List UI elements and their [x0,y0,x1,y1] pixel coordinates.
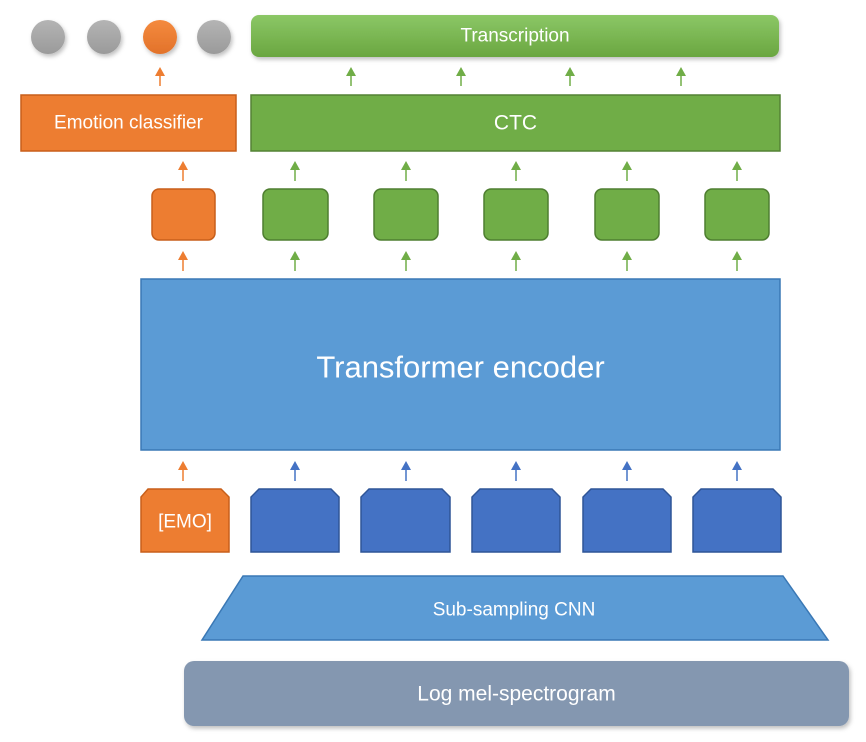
ctc-block: CTC [250,94,781,152]
input-token-1 [250,488,340,553]
input-tokens: [EMO] [140,488,782,553]
arrow-up-icon [290,461,300,470]
input-token-2 [360,488,451,553]
arrow-up-icon [178,251,188,260]
token-output-embedding-2 [373,188,439,241]
arrow-up-icon [178,461,188,470]
input-token-4 [582,488,672,553]
token-output-embedding-4 [594,188,660,241]
input-token-3 [471,488,561,553]
token-output-embedding-1 [262,188,329,241]
emotion-classifier-block: Emotion classifier [20,94,237,152]
arrow-up-icon [290,161,300,170]
ctc-box [250,94,781,152]
arrow-up-icon [511,251,521,260]
arrow-up-icon [732,251,742,260]
emo-output-embedding [151,188,216,241]
arrow-up-icon [732,161,742,170]
ctc-label: CTC [494,112,537,135]
transformer-encoder-block: Transformer encoder [140,278,781,451]
emotion-classifier-box [20,94,237,152]
subsampling-cnn-shape [200,575,830,641]
emotion-class-dots [31,20,231,54]
transcription-box [251,15,779,57]
arrow-up-icon [676,67,686,76]
arrow-up-icon [346,67,356,76]
arrow-up-icon [732,461,742,470]
emotion-classifier-label: Emotion classifier [54,113,204,134]
log-mel-block: Log mel-spectrogram [184,661,849,726]
emotion-class-dot-4 [197,20,231,54]
transformer-encoder-box [140,278,781,451]
arrow-up-icon [511,461,521,470]
arrow-up-icon [622,461,632,470]
token-output-embedding-3 [483,188,549,241]
log-mel-label: Log mel-spectrogram [417,683,615,706]
emo-token-label: [EMO] [158,512,212,533]
arrow-up-icon [401,161,411,170]
subsampling-cnn-block: Sub-sampling CNN [200,575,830,641]
arrows [155,67,742,481]
emotion-class-dot-2 [87,20,121,54]
transformer-encoder-label: Transformer encoder [316,350,604,385]
subsampling-cnn-label: Sub-sampling CNN [433,600,596,621]
arrow-up-icon [565,67,575,76]
output-embeddings [151,188,770,241]
emotion-class-dot-1 [31,20,65,54]
arrow-up-icon [456,67,466,76]
arrow-up-icon [290,251,300,260]
arrow-up-icon [622,251,632,260]
arrow-up-icon [178,161,188,170]
transcription-label: Transcription [460,26,569,47]
emotion-class-dot-selected [143,20,177,54]
emo-token [140,488,230,553]
arrow-up-icon [401,251,411,260]
arrow-up-icon [155,67,165,76]
transcription-block: Transcription [251,15,779,57]
arrow-up-icon [511,161,521,170]
log-mel-box [184,661,849,726]
arrow-up-icon [401,461,411,470]
input-token-5 [692,488,782,553]
arrow-up-icon [622,161,632,170]
token-output-embedding-5 [704,188,770,241]
